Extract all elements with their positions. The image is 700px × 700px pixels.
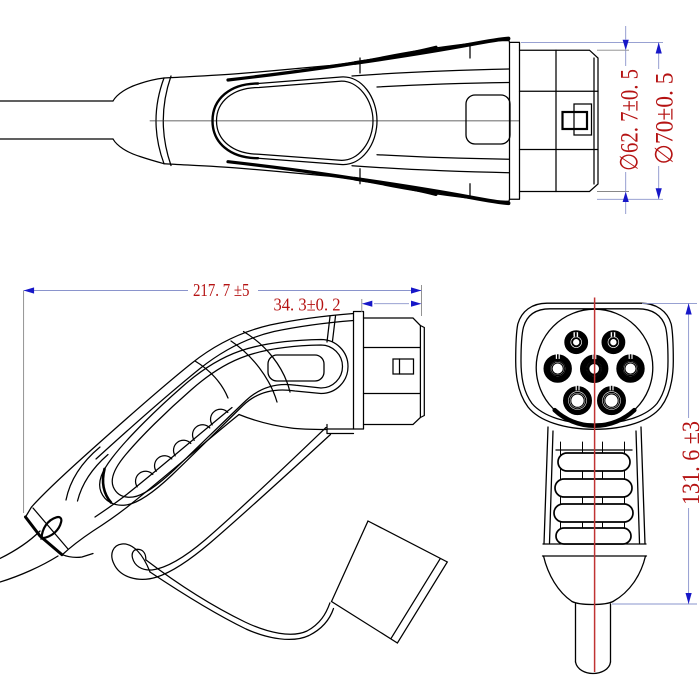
svg-text:217. 7 ±5: 217. 7 ±5 (193, 280, 250, 300)
svg-text:∅70±0. 5: ∅70±0. 5 (652, 73, 679, 165)
svg-text:34. 3±0. 2: 34. 3±0. 2 (274, 295, 341, 315)
svg-text:131. 6 ±3: 131. 6 ±3 (678, 421, 700, 505)
svg-text:∅62. 7±0. 5: ∅62. 7±0. 5 (617, 69, 644, 171)
